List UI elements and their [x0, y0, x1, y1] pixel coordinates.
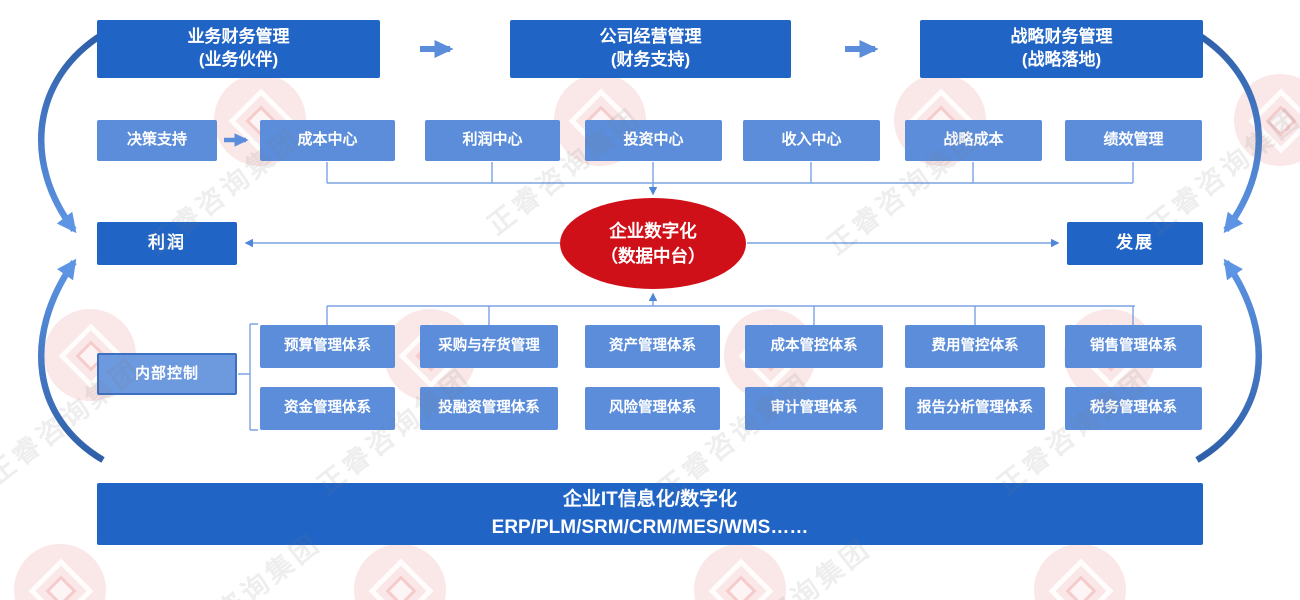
- hub-label: 企业数字化: [609, 221, 697, 241]
- node-strategic-finance: 战略财务管理 (战略落地): [920, 20, 1203, 78]
- node-label: 发展: [1116, 233, 1154, 253]
- node-label: 投资中心: [623, 131, 684, 149]
- node-label: 内部控制: [134, 364, 199, 382]
- node-sublabel: (战略落地): [1021, 50, 1102, 69]
- node-sublabel: (财务支持): [610, 50, 691, 69]
- node-label: 绩效管理: [1103, 131, 1164, 149]
- node-label: 资产管理体系: [609, 337, 696, 354]
- node-cost-control-system: 成本管控体系: [745, 325, 883, 368]
- node-capital-system: 资金管理体系: [260, 387, 395, 430]
- node-label: 销售管理体系: [1090, 337, 1177, 354]
- node-label: 风险管理体系: [609, 399, 696, 416]
- node-label: 预算管理体系: [284, 337, 371, 354]
- node-strategic-cost: 战略成本: [905, 120, 1042, 161]
- bar-enterprise-it: 企业IT信息化/数字化 ERP/PLM/SRM/CRM/MES/WMS……: [97, 483, 1203, 545]
- node-label: 成本管控体系: [770, 337, 858, 354]
- node-label: 投融资管理体系: [438, 399, 540, 416]
- node-report-analysis-system: 报告分析管理体系: [905, 387, 1045, 430]
- hub-digital-enterprise: 企业数字化 （数据中台）: [560, 198, 746, 289]
- node-label: 采购与存货管理: [438, 337, 540, 354]
- node-company-operation: 公司经营管理 (财务支持): [510, 20, 791, 78]
- node-asset-system: 资产管理体系: [585, 325, 720, 368]
- node-audit-system: 审计管理体系: [745, 387, 883, 430]
- node-procurement-inventory: 采购与存货管理: [420, 325, 558, 368]
- node-label: 战略财务管理: [1010, 27, 1113, 47]
- node-budget-system: 预算管理体系: [260, 325, 395, 368]
- node-tax-system: 税务管理体系: [1065, 387, 1202, 430]
- node-label: 业务财务管理: [187, 27, 290, 47]
- node-cost-center: 成本中心: [260, 120, 395, 161]
- node-internal-control: 内部控制: [97, 353, 237, 395]
- node-expense-control-system: 费用管控体系: [905, 325, 1045, 368]
- node-business-finance: 业务财务管理 (业务伙伴): [97, 20, 380, 78]
- node-label: 费用管控体系: [931, 337, 1019, 354]
- node-label: 决策支持: [126, 131, 187, 149]
- node-label: 收入中心: [781, 131, 842, 149]
- hub-sublabel: （数据中台）: [600, 245, 706, 266]
- node-revenue-center: 收入中心: [743, 120, 880, 161]
- node-investment-center: 投资中心: [585, 120, 722, 161]
- node-financing-system: 投融资管理体系: [420, 387, 558, 430]
- node-performance-mgmt: 绩效管理: [1065, 120, 1202, 161]
- node-label: 利润中心: [462, 131, 523, 149]
- node-sales-system: 销售管理体系: [1065, 325, 1202, 368]
- node-profit: 利润: [97, 222, 237, 265]
- node-label: 资金管理体系: [284, 399, 371, 416]
- node-label: 报告分析管理体系: [917, 399, 1033, 416]
- node-label: 成本中心: [297, 131, 358, 149]
- node-label: 利润: [148, 233, 186, 253]
- node-label: 审计管理体系: [770, 399, 858, 416]
- node-label: 税务管理体系: [1090, 399, 1177, 416]
- bar-label: 企业IT信息化/数字化: [562, 489, 738, 511]
- node-label: 公司经营管理: [599, 27, 702, 47]
- node-decision-support: 决策支持: [97, 120, 217, 161]
- node-label: 战略成本: [943, 131, 1004, 149]
- node-development: 发展: [1067, 222, 1203, 265]
- bar-sublabel: ERP/PLM/SRM/CRM/MES/WMS……: [491, 517, 809, 538]
- node-sublabel: (业务伙伴): [198, 50, 279, 69]
- node-profit-center: 利润中心: [425, 120, 560, 161]
- node-risk-system: 风险管理体系: [585, 387, 720, 430]
